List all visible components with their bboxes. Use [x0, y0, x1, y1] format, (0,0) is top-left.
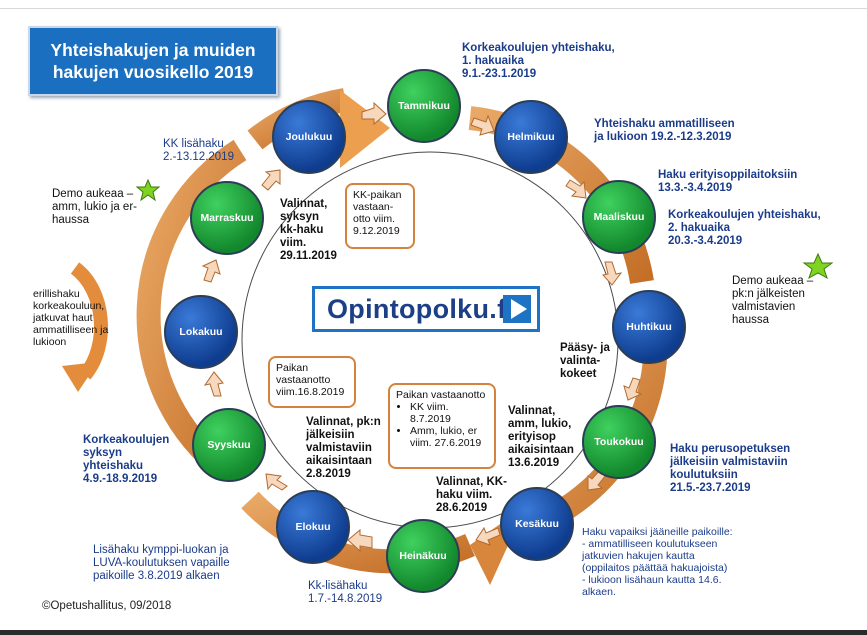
month-toukokuu: Toukokuu [582, 405, 656, 479]
month-elokuu: Elokuu [276, 490, 350, 564]
ring-arrowhead-december [340, 90, 390, 168]
connector-arrow [361, 101, 387, 126]
label-kk-second-round: Korkeakoulujen yhteishaku, 2. hakuaika 2… [668, 209, 821, 247]
label-paasykokeet: Pääsy- ja valinta- kokeet [560, 342, 610, 380]
label-kk-lisahaku-december: KK lisähaku 2.-13.12.2019 [163, 138, 234, 163]
label-demo-right: Demo aukeaa – pk:n jälkeisten valmistavi… [732, 275, 814, 326]
connector-arrow [565, 179, 587, 199]
label-kk-lisahaku-summer: Kk-lisähaku 1.7.-14.8.2019 [308, 580, 383, 605]
connector-arrow [623, 377, 643, 401]
ring-segment-left [136, 139, 247, 480]
title-line-2: hakujen vuosikello 2019 [52, 62, 254, 82]
connector-arrow [347, 528, 373, 553]
callout-paikan-vastaanotto-summer: Paikan vastaanotto KK viim. 8.7.2019 Amm… [388, 383, 496, 469]
month-maaliskuu: Maaliskuu [582, 180, 656, 254]
callout-kk-paikan-vastaanotto: KK-paikan vastaan- otto viim. 9.12.2019 [345, 183, 415, 249]
connector-arrow [203, 371, 224, 397]
star-icon [802, 252, 834, 280]
label-valinnat-kk: Valinnat, KK- haku viim. 28.6.2019 [436, 476, 507, 514]
label-kymppi-luokka: Lisähaku kymppi-luokan ja LUVA-koulutuks… [93, 544, 230, 582]
label-kk-syksy: Korkeakoulujen syksyn yhteishaku 4.9.-18… [83, 434, 170, 485]
month-huhtikuu: Huhtikuu [612, 290, 686, 364]
label-valinnat-amm: Valinnat, amm, lukio, erityisop aikaisin… [508, 405, 574, 469]
month-lokakuu: Lokakuu [164, 295, 238, 369]
title-line-1: Yhteishakujen ja muiden [50, 40, 256, 60]
label-demo-left: Demo aukeaa – amm, lukio ja er- haussa [52, 188, 137, 226]
callout-paikan-vastaanotto-16-8: Paikan vastaanotto viim.16.8.2019 [268, 356, 356, 408]
curved-arrow-head [62, 362, 98, 392]
page-title: Yhteishakujen ja muiden hakujen vuosikel… [28, 26, 278, 96]
label-kk-first-round: Korkeakoulujen yhteishaku, 1. hakuaika 9… [462, 42, 615, 80]
bottom-border [0, 630, 867, 635]
connector-arrow [602, 261, 623, 286]
label-valinnat-pk: Valinnat, pk:n jälkeisiin valmistaviin a… [306, 416, 381, 480]
label-erityisoppilaitokset: Haku erityisoppilaitoksiin 13.3.-3.4.201… [658, 169, 798, 194]
connector-arrow [201, 259, 221, 283]
month-syyskuu: Syyskuu [192, 408, 266, 482]
label-vapaat-paikat: Haku vapaiksi jääneille paikoille: - amm… [582, 526, 733, 598]
opintopolku-logo[interactable]: Opintopolku.fi [312, 286, 540, 332]
callout-list: KK viim. 8.7.2019 Amm, lukio, er viim. 2… [396, 401, 488, 449]
month-kesakuu: Kesäkuu [500, 487, 574, 561]
month-joulukuu: Joulukuu [272, 100, 346, 174]
connector-arrow [261, 169, 281, 191]
label-perusopetus-jalkeiset: Haku perusopetuksen jälkeisiin valmistav… [670, 443, 791, 494]
label-yhteishaku-ammatillinen: Yhteishaku ammatilliseen ja lukioon 19.2… [594, 118, 735, 143]
copyright-text: ©Opetushallitus, 09/2018 [42, 600, 172, 612]
label-valinnat-syksy: Valinnat, syksyn kk-haku viim. 29.11.201… [280, 198, 337, 262]
top-border-line [0, 8, 867, 9]
month-heinakuu: Heinäkuu [386, 519, 460, 593]
connector-arrow [265, 473, 288, 491]
month-helmikuu: Helmikuu [494, 100, 568, 174]
connector-arrow [470, 114, 495, 136]
connector-arrow [475, 526, 501, 546]
month-tammikuu: Tammikuu [387, 69, 461, 143]
arrow-right-icon [503, 295, 531, 323]
logo-text: Opintopolku.fi [327, 293, 515, 324]
month-marraskuu: Marraskuu [190, 181, 264, 255]
star-icon [135, 178, 161, 202]
label-erillishaku: erillishaku korkeakouluun, jatkuvat haut… [33, 288, 109, 348]
